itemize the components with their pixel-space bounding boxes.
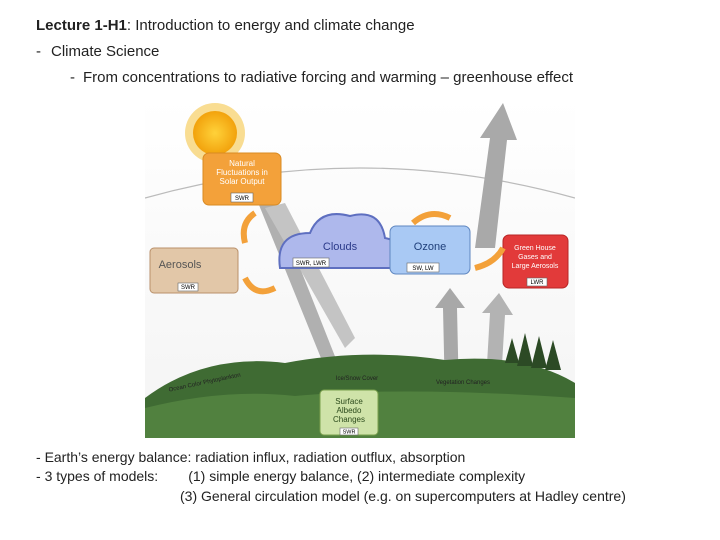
vegetation-label: Vegetation Changes (436, 380, 490, 386)
swr-tag: SWR (235, 196, 250, 202)
lecture-title: Lecture 1-H1: Introduction to energy and… (36, 17, 415, 34)
footer-text-2b: (1) simple energy balance, (2) intermedi… (188, 468, 526, 484)
swr-tag-aerosols: SWR (181, 285, 196, 291)
swr-tag-surface: SWR (343, 430, 356, 436)
cycle-arrow (242, 276, 277, 295)
bullet-level-1: -Climate Science (36, 43, 159, 60)
footer-line-3: (3) General circulation model (e.g. on s… (180, 488, 626, 504)
ozone-box: Ozone SW, LW (389, 225, 471, 275)
aerosols-box: Aerosols SWR (149, 247, 239, 294)
bullet-dash: - (36, 468, 41, 484)
cycle-arrow (411, 211, 452, 226)
ozone-label: Ozone (414, 241, 446, 253)
sw-lw-tag: SW, LW (412, 266, 434, 272)
bullet-text: Climate Science (51, 43, 160, 60)
lecture-code: Lecture 1-H1 (36, 17, 127, 34)
lecture-title-text: : Introduction to energy and climate cha… (126, 17, 415, 34)
cycle-arrow (474, 246, 506, 271)
ice-snow-label: Ice/Snow Cover (336, 376, 378, 382)
trees (505, 333, 561, 370)
bullet-level-2: -From concentrations to radiative forcin… (70, 69, 573, 86)
bullet-dash: - (36, 43, 41, 60)
bullet-dash: - (36, 449, 41, 465)
footer-text-3: (3) General circulation model (e.g. on s… (180, 488, 626, 504)
aerosols-label: Aerosols (159, 259, 202, 271)
outgoing-longwave-arrow (475, 103, 517, 248)
lwr-tag: LWR (531, 280, 545, 286)
cycle-arrow (240, 210, 257, 244)
footer-text-2a: 3 types of models: (44, 468, 159, 484)
incoming-solar-arrow (240, 154, 350, 398)
clouds-label: Clouds (323, 241, 358, 253)
clouds-box: Clouds SWR, LWR (278, 213, 404, 269)
footer-text-1: Earth’s energy balance: radiation influx… (44, 449, 466, 465)
swr-lwr-tag: SWR, LWR (296, 261, 327, 267)
footer-bullet-2: - 3 types of models: (1) simple energy ba… (36, 468, 525, 484)
bullet-text: From concentrations to radiative forcing… (83, 69, 573, 86)
sun-icon (185, 103, 245, 163)
footer-bullet-1: - Earth’s energy balance: radiation infl… (36, 449, 465, 465)
bullet-dash: - (70, 69, 75, 86)
